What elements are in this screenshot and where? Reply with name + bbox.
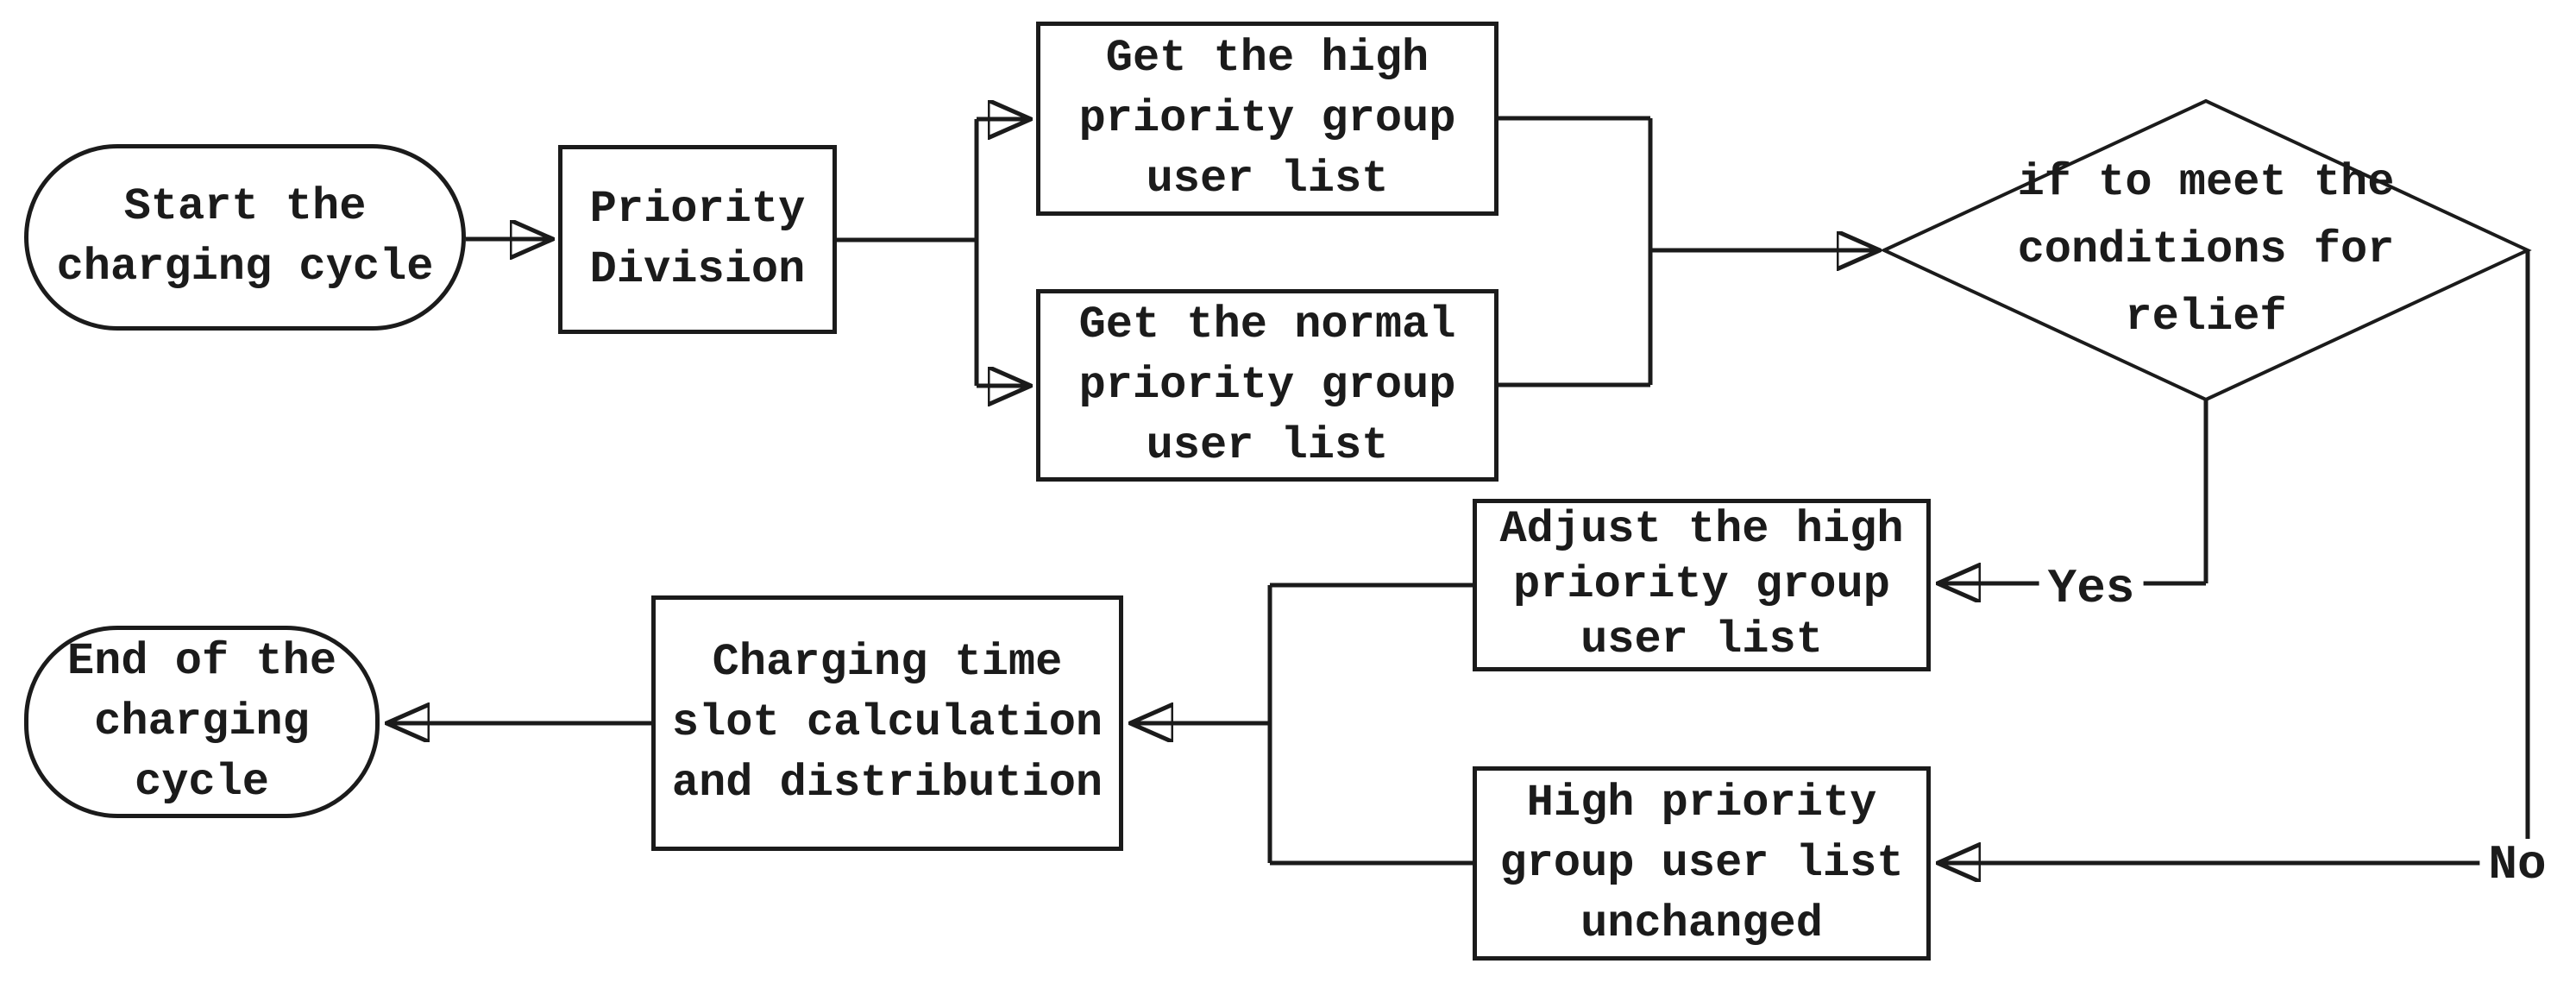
edge-label-no: No — [2479, 839, 2555, 891]
node-get-high-priority-list: Get the high priority group user list — [1036, 22, 1498, 216]
edge-label-yes: Yes — [2039, 563, 2144, 614]
node-adjust-high-priority-list: Adjust the high priority group user list — [1473, 499, 1931, 671]
decision-label: if to meet the conditions for relief — [2017, 157, 2395, 343]
node-end: End of the charging cycle — [24, 626, 380, 818]
node-priority-division: Priority Division — [558, 145, 837, 334]
node-high-priority-unchanged: High priority group user list unchanged — [1473, 766, 1931, 961]
node-start: Start the charging cycle — [24, 144, 466, 331]
node-get-normal-priority-list: Get the normal priority group user list — [1036, 289, 1498, 482]
node-charging-time-slot: Charging time slot calculation and distr… — [651, 595, 1123, 851]
